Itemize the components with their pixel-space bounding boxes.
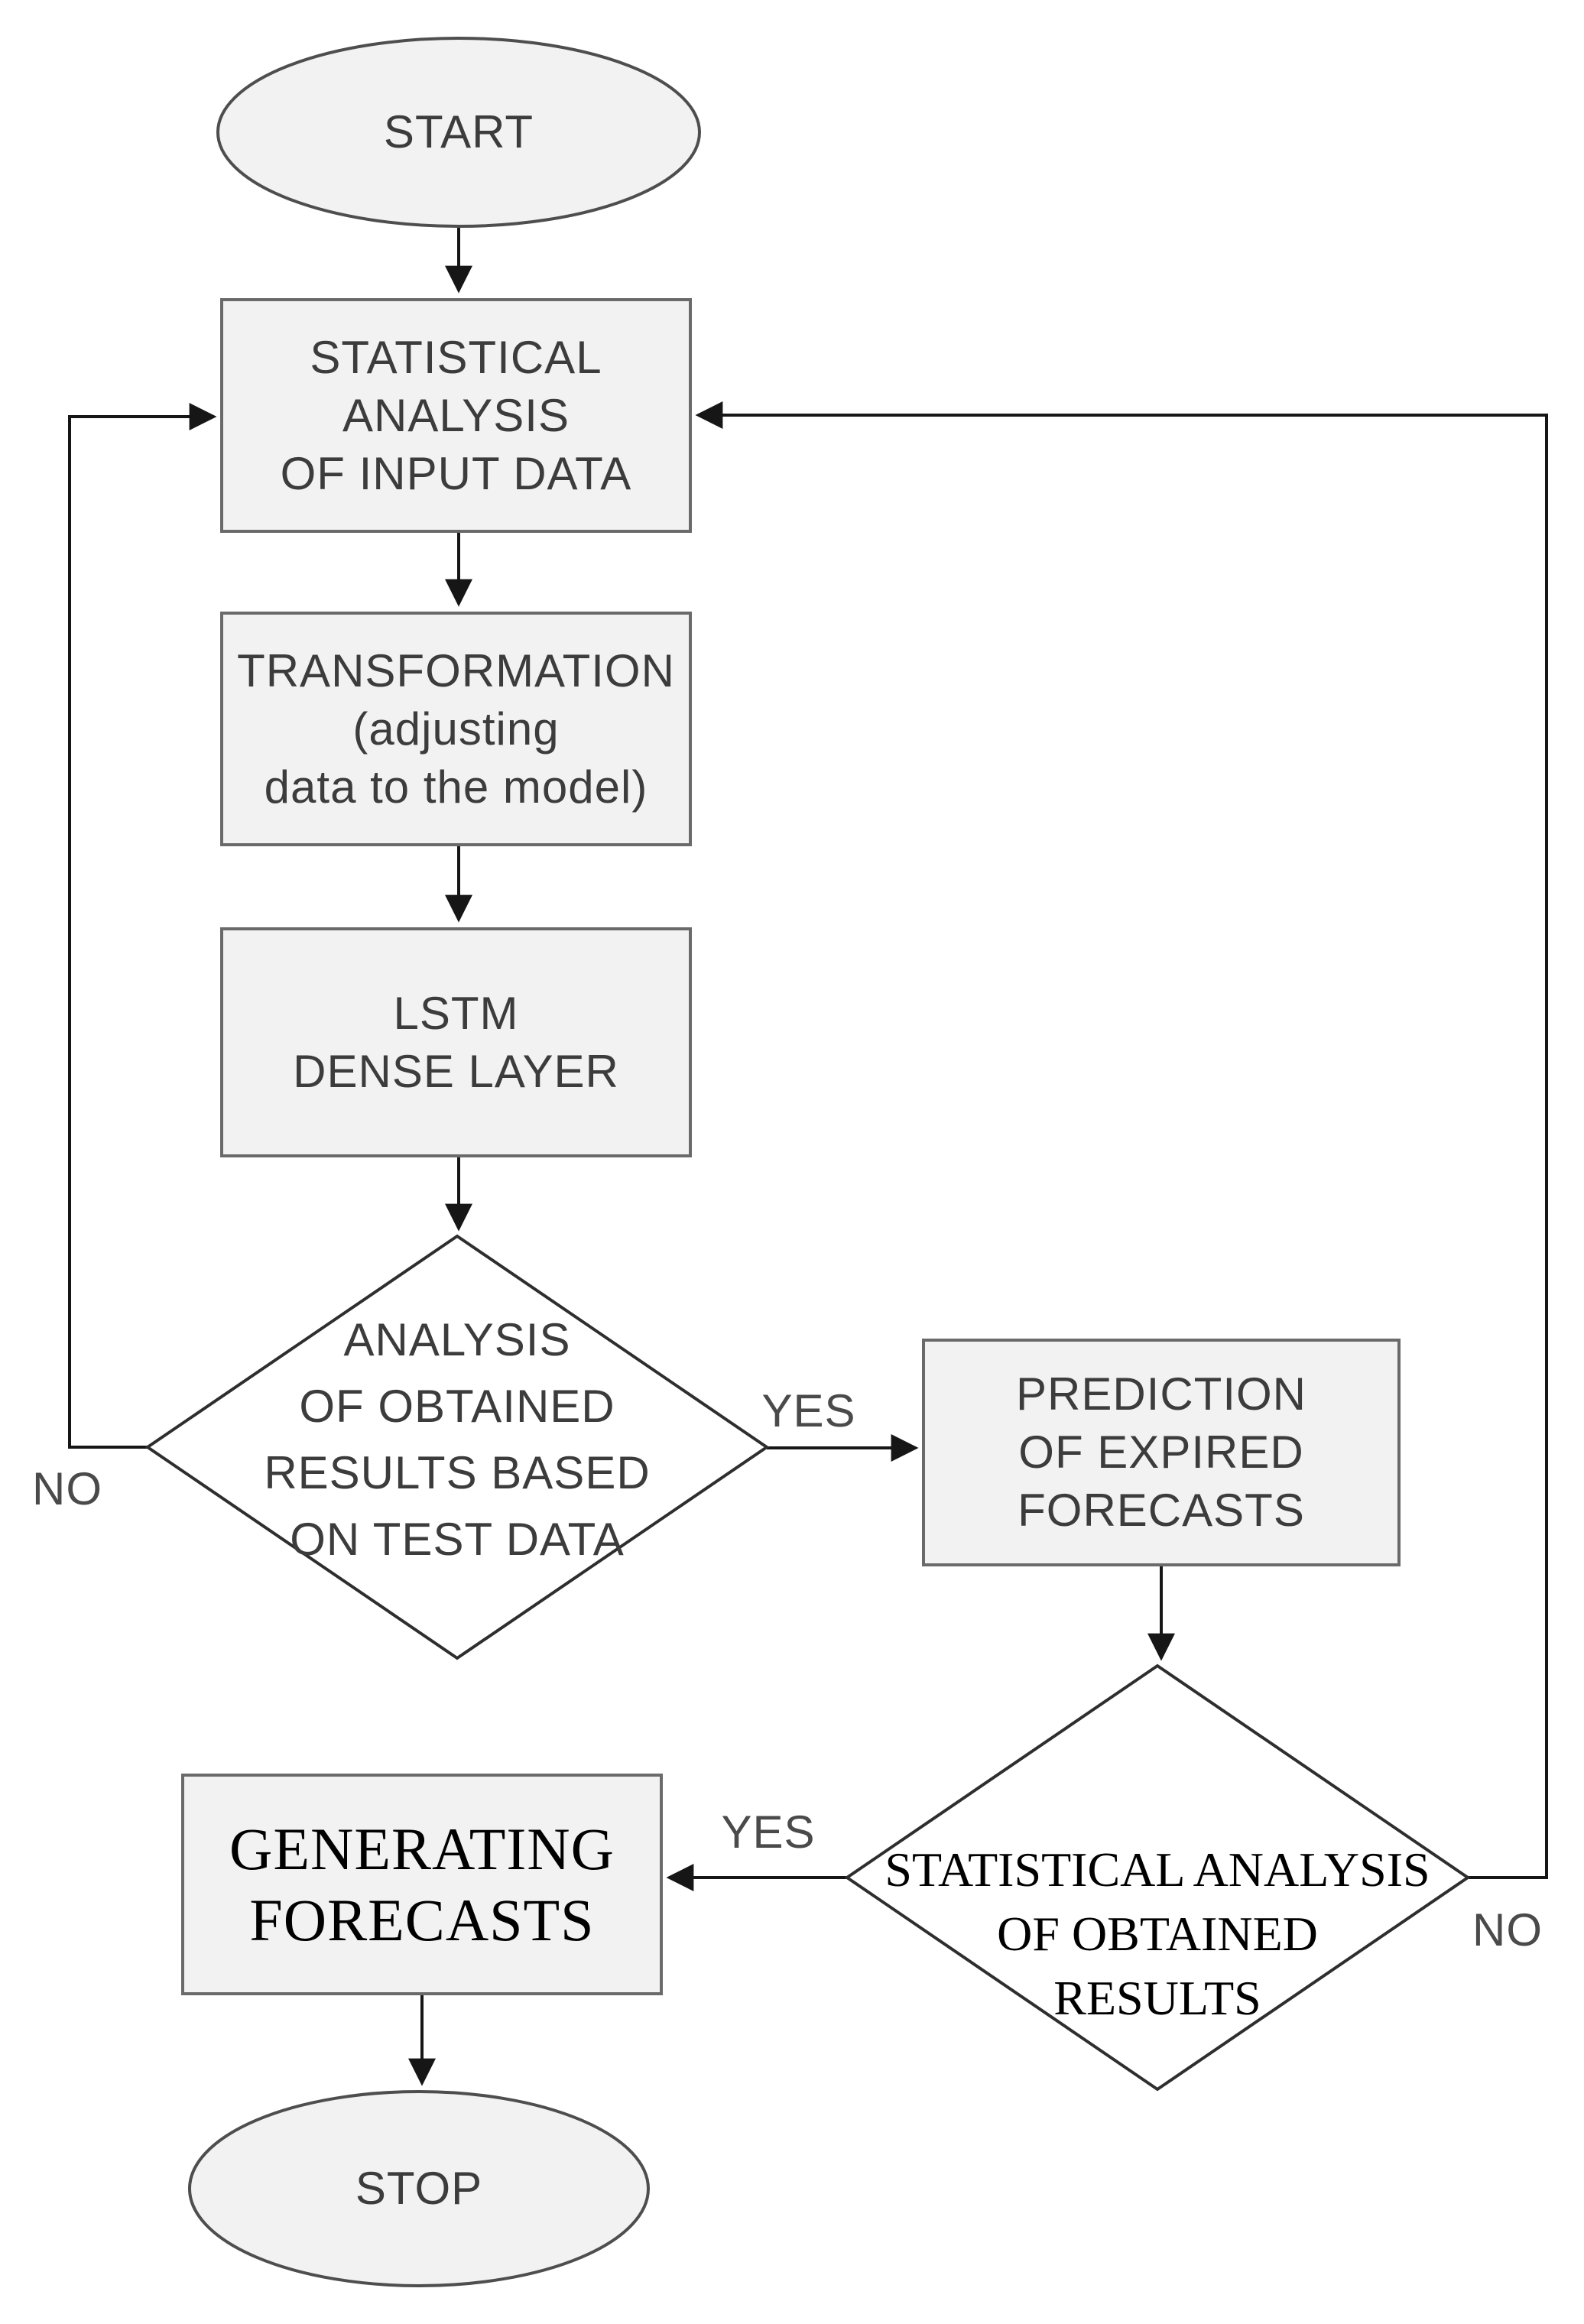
start-terminator	[216, 37, 701, 228]
statistical-analysis-input-box	[220, 298, 692, 533]
statistical-analysis-results-decision-diamond	[844, 1663, 1471, 2092]
no-loop-left-connector	[68, 403, 217, 1449]
transformation-box	[220, 612, 692, 846]
prediction-expired-forecasts-box	[922, 1339, 1401, 1566]
stop-terminator	[188, 2090, 650, 2287]
lstm-dense-layer-box	[220, 927, 692, 1157]
generating-forecasts-box	[181, 1774, 663, 1995]
analysis-results-decision-diamond	[144, 1234, 770, 1660]
no-loop-right-connector	[695, 401, 1548, 1879]
